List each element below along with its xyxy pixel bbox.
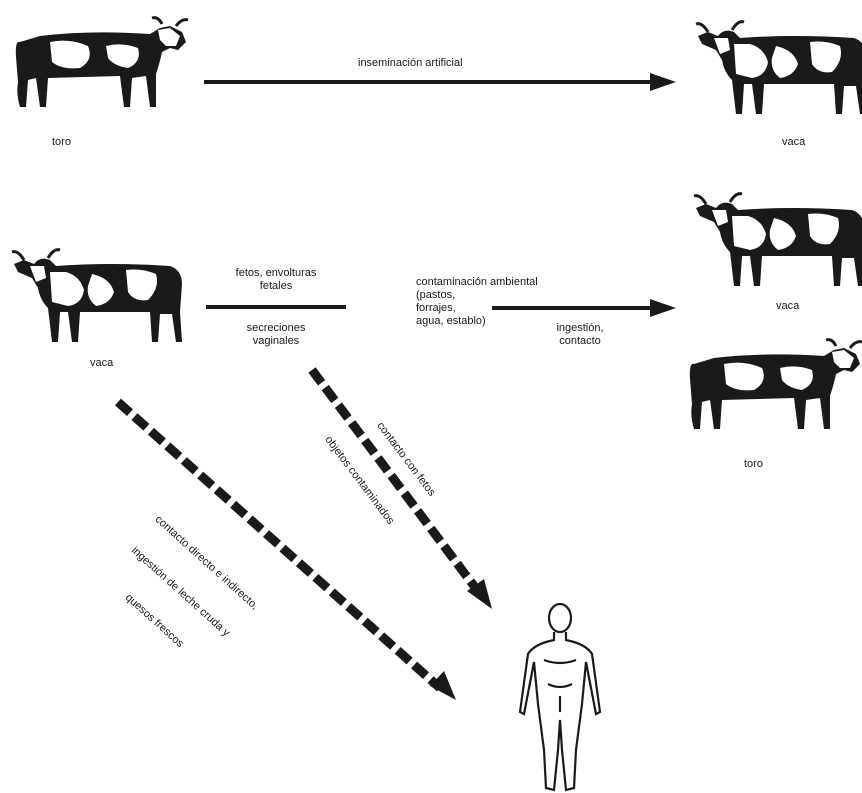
human-figure-icon bbox=[520, 604, 600, 790]
fetuses-label: fetos, envolturas fetales bbox=[206, 267, 346, 293]
cow-icon bbox=[696, 22, 862, 114]
ingestion-label: ingestión, contacto bbox=[540, 322, 620, 348]
secretions-label: secreciones vaginales bbox=[206, 322, 346, 348]
cow-label: vaca bbox=[782, 136, 805, 149]
bull-label: toro bbox=[52, 136, 71, 149]
bull-label: toro bbox=[744, 458, 763, 471]
cow-icon bbox=[12, 250, 182, 342]
bull-icon bbox=[690, 340, 862, 429]
cow-icon bbox=[694, 194, 862, 286]
insemination-label: inseminación artificial bbox=[358, 57, 463, 70]
insemination-arrow bbox=[204, 73, 676, 91]
contact-fetuses-arrow bbox=[312, 370, 492, 609]
cow-label: vaca bbox=[90, 357, 113, 370]
environment-label: contaminación ambiental (pastos, forraje… bbox=[416, 276, 538, 328]
cow-label: vaca bbox=[776, 300, 799, 313]
bull-icon bbox=[16, 18, 188, 107]
